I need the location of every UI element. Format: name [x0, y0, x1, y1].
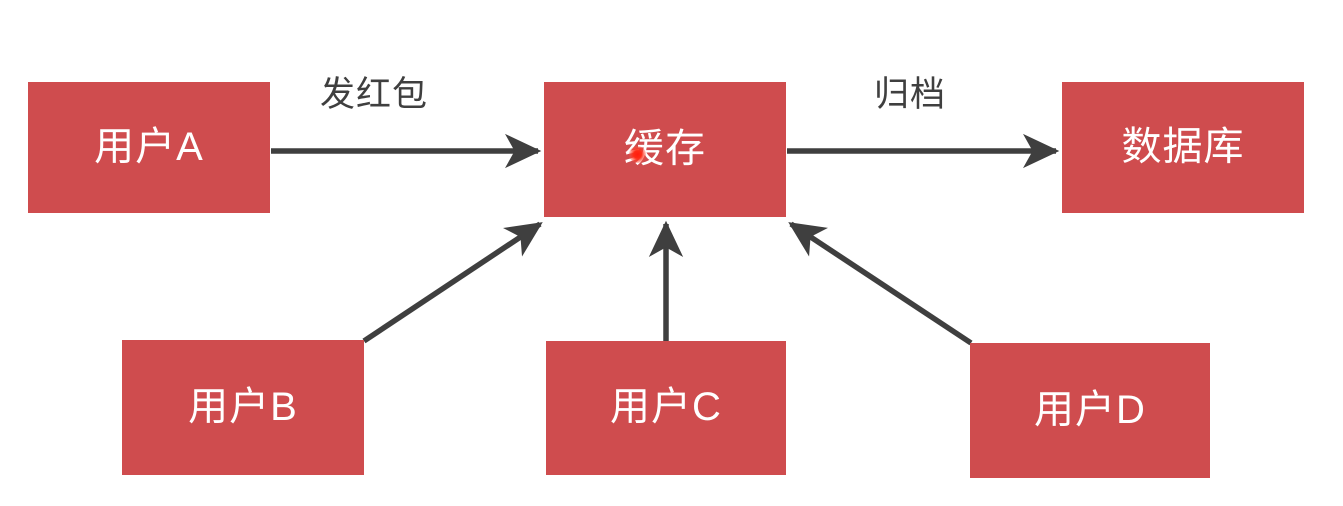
node-user-a[interactable]: 用户A	[28, 82, 270, 213]
node-cache-label: 缓存	[624, 126, 706, 171]
node-cache[interactable]: 缓存	[544, 82, 786, 217]
edge-user-d-to-cache	[788, 221, 973, 346]
node-user-c-label: 用户C	[610, 385, 722, 429]
node-user-b[interactable]: 用户B	[122, 340, 364, 475]
node-user-c[interactable]: 用户C	[546, 341, 786, 475]
node-user-a-label: 用户A	[94, 124, 204, 169]
node-database-label: 数据库	[1121, 124, 1245, 169]
node-user-d-label: 用户D	[1034, 387, 1146, 432]
node-user-d[interactable]: 用户D	[970, 343, 1210, 478]
node-database[interactable]: 数据库	[1062, 82, 1304, 213]
edge-label-send-red-packet: 发红包	[320, 75, 429, 114]
edge-user-b-to-cache	[362, 221, 543, 344]
node-user-b-label: 用户B	[188, 384, 298, 429]
edge-label-archive: 归档	[874, 75, 947, 114]
